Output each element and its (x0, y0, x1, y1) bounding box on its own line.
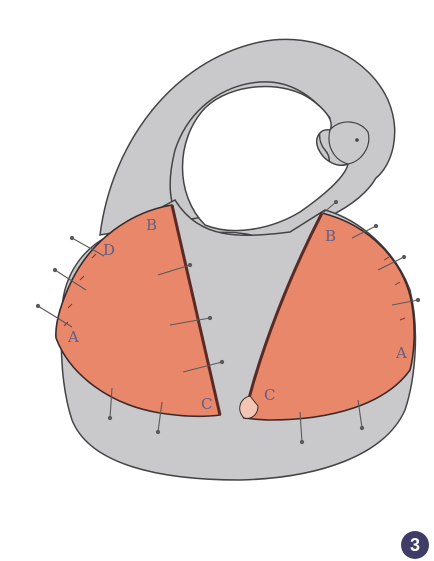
label-right-c: C (264, 386, 275, 404)
step-badge: 3 (401, 531, 429, 559)
snap-dot (355, 138, 359, 142)
label-left-b: B (146, 216, 157, 234)
label-left-c: C (201, 395, 212, 413)
step-number: 3 (410, 535, 420, 555)
label-left-a: A (67, 328, 79, 346)
label-left-d: D (103, 241, 115, 259)
label-right-b: B (325, 227, 336, 245)
label-right-a: A (395, 344, 407, 362)
